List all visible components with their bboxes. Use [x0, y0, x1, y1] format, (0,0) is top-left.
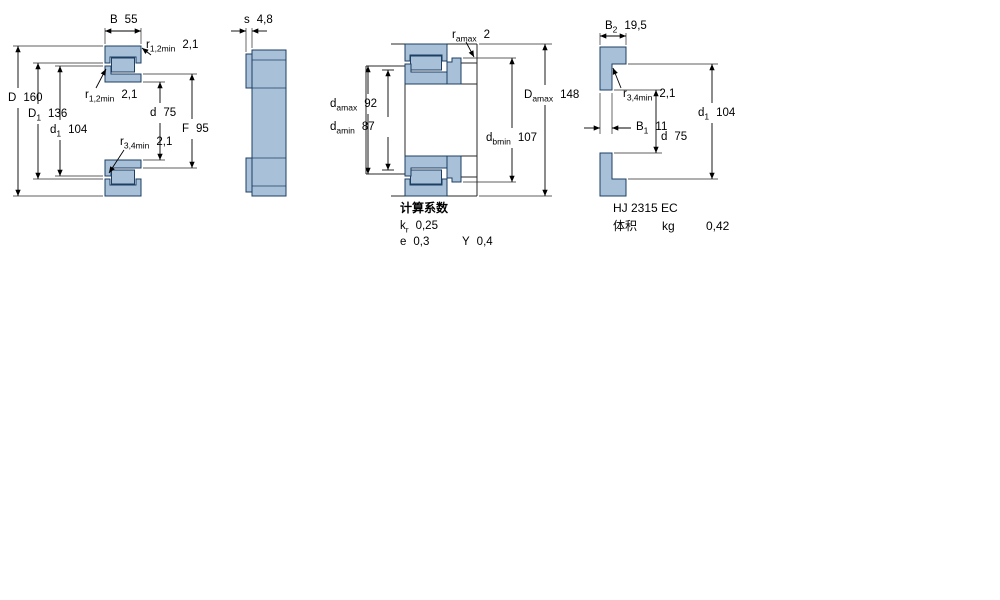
angle-ring-lip-top — [245, 53, 253, 89]
dimension-lines-drawing3 — [365, 41, 552, 197]
roller — [410, 55, 442, 71]
outer-ring — [404, 43, 448, 62]
angle-ring-upper-half — [599, 46, 627, 91]
mounted-bearing-drawing — [365, 41, 552, 197]
bearing-section-lower-half — [104, 159, 142, 197]
mass-value: 0,42 — [706, 219, 730, 233]
shaft-section — [404, 83, 478, 157]
bearing-side-view-drawing — [231, 28, 287, 197]
mounted-section-lower-half — [365, 155, 478, 197]
bearing-cross-section-drawing — [13, 28, 197, 197]
mass-label: 体积 — [613, 219, 638, 233]
dimension-lines-drawing2 — [231, 28, 267, 52]
angle-ring — [446, 57, 462, 85]
bearing-section-upper-half — [104, 45, 142, 83]
outer-ring — [104, 45, 142, 64]
angle-ring-lower-half — [599, 152, 627, 197]
inner-ring — [104, 65, 142, 83]
product-designation: HJ 2315 EC — [613, 201, 678, 215]
angle-ring-lip-bottom — [245, 157, 253, 193]
mounted-section-upper-half — [366, 43, 477, 85]
roller — [111, 57, 135, 73]
dimension-lines-drawing1 — [13, 28, 197, 197]
dimension-lines-drawing4 — [584, 33, 718, 180]
angle-ring-section — [599, 46, 627, 91]
angle-ring-cross-section-drawing — [584, 33, 718, 197]
mass-unit: kg — [662, 219, 675, 233]
bearing-side-view-body — [251, 49, 287, 197]
calculation-factors-title: 计算系数 — [400, 201, 449, 215]
